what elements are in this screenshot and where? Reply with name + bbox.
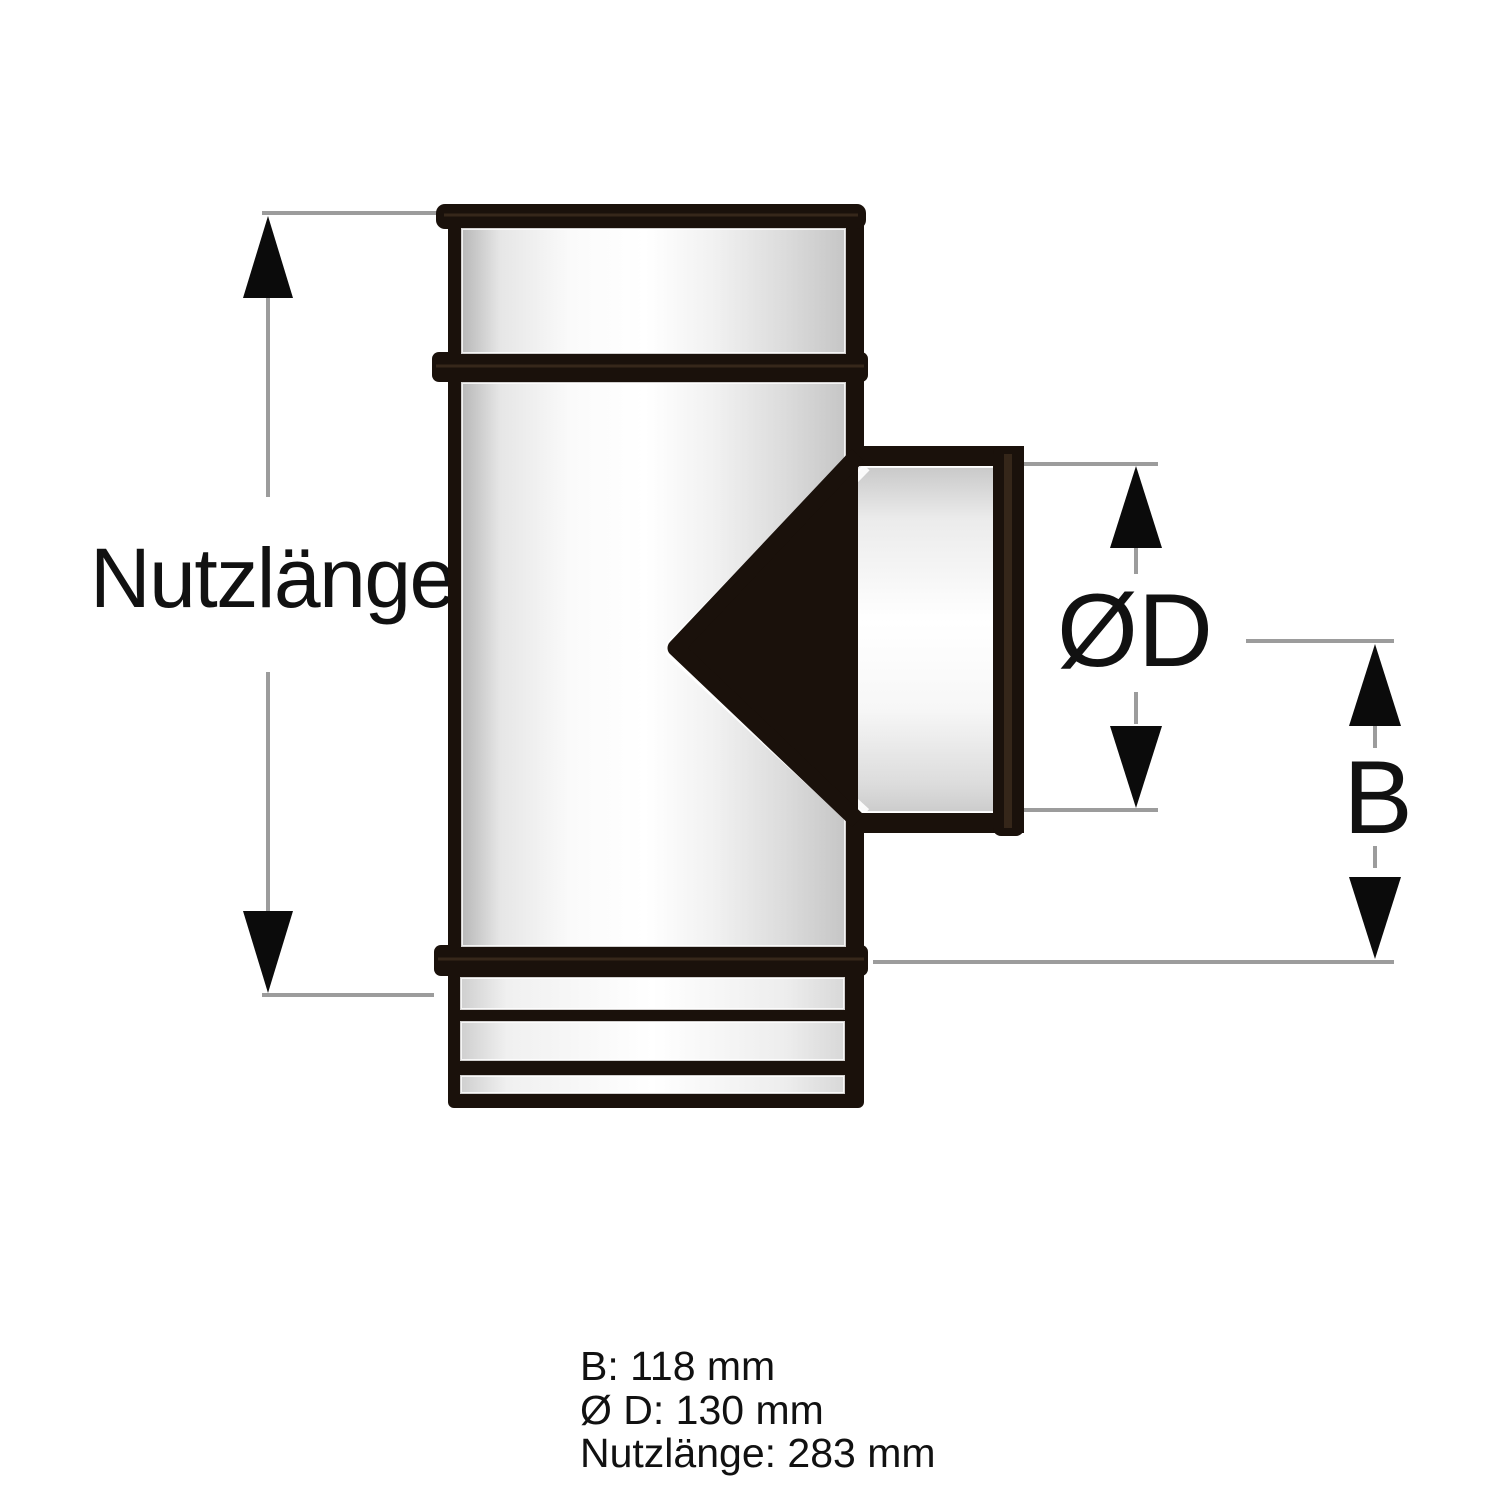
arrow-down-icon — [243, 911, 293, 993]
socket-band — [460, 977, 845, 1010]
nutzlaenge-label: Nutzlänge — [90, 531, 455, 625]
spec-line-diameter: Ø D: 130 mm — [580, 1387, 824, 1433]
socket-band — [460, 1075, 845, 1094]
arrow-up-icon — [1349, 644, 1401, 726]
dimension-nutzlaenge: Nutzlänge — [90, 211, 456, 997]
diameter-label: ØD — [1057, 573, 1213, 689]
socket-band — [460, 1021, 845, 1061]
spec-line-b: B: 118 mm — [580, 1343, 775, 1389]
dimension-b: B — [873, 639, 1413, 964]
spec-line-nutzlaenge: Nutzlänge: 283 mm — [580, 1430, 936, 1476]
dimension-diameter: ØD — [1023, 462, 1213, 812]
tee-pipe-illustration — [432, 204, 1024, 1108]
arrow-up-icon — [243, 216, 293, 298]
intersection-chevron — [667, 449, 865, 828]
pipe-upper-section — [461, 228, 846, 354]
arrow-up-icon — [1110, 466, 1162, 548]
spec-text-block: B: 118 mm Ø D: 130 mm Nutzlänge: 283 mm — [580, 1343, 936, 1476]
arrow-down-icon — [1110, 726, 1162, 808]
arrow-down-icon — [1349, 877, 1401, 959]
branch-bottom-edge — [850, 813, 1024, 833]
b-label: B — [1343, 740, 1412, 856]
branch-top-edge — [850, 446, 1024, 466]
